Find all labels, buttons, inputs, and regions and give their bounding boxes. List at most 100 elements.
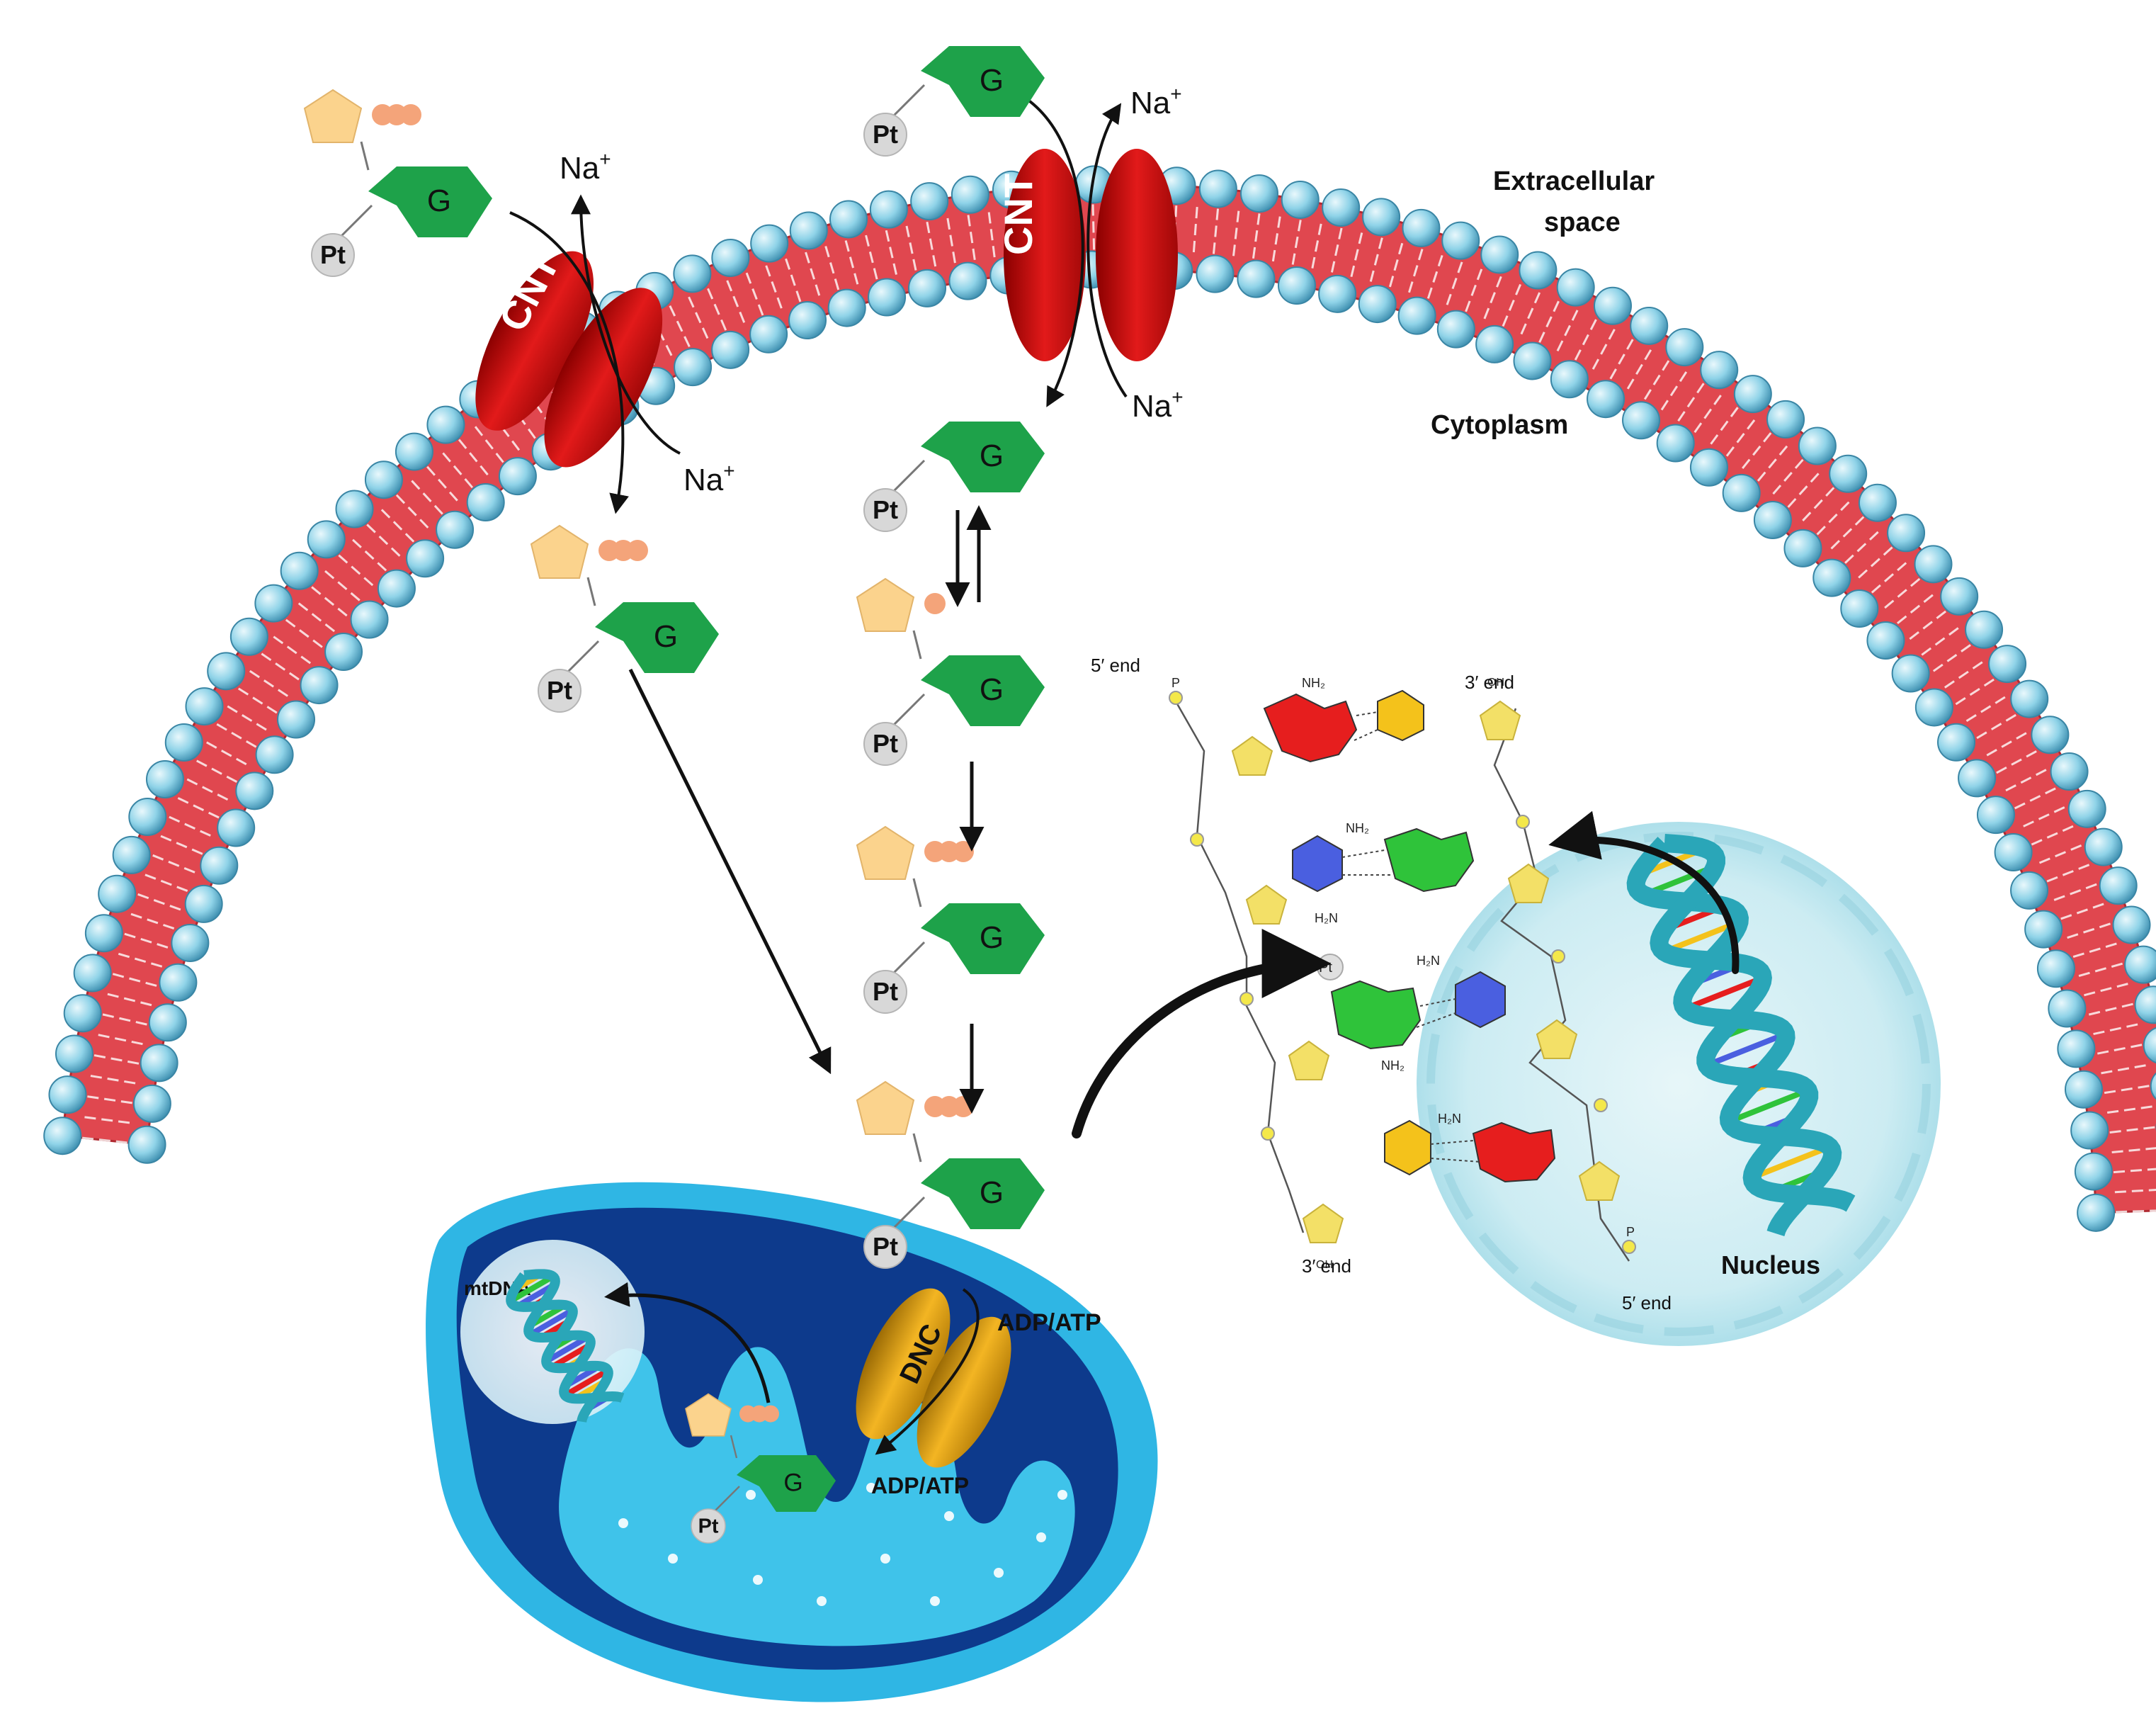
- lipid-tail: [261, 652, 300, 681]
- thymine-1: [1377, 689, 1424, 742]
- lipid-head: [200, 846, 239, 885]
- lipid-head: [1358, 285, 1397, 324]
- lipid-head: [148, 1003, 187, 1042]
- lipid-tail: [1965, 696, 2006, 723]
- phosphate-group: [400, 104, 421, 125]
- lipid-tail: [688, 296, 709, 339]
- pt-label: Pt: [320, 240, 346, 269]
- three-end-bottom-label: 3′ end: [1302, 1255, 1351, 1277]
- lipid-head: [377, 569, 416, 608]
- lipid-head: [395, 432, 433, 471]
- lipid-tail: [1772, 458, 1804, 495]
- base-pair-rung: [509, 1274, 555, 1304]
- base-pair-rung: [1751, 1144, 1831, 1180]
- phosphate-6: [1551, 949, 1565, 963]
- arrow-nucleus-to-dna: [1548, 810, 1740, 974]
- lipid-head: [1753, 501, 1792, 540]
- lipid-head: [2010, 871, 2049, 910]
- lipid-tail: [1844, 531, 1879, 564]
- lipid-tail: [1574, 319, 1597, 361]
- lipid-tail: [1426, 255, 1443, 299]
- lipid-head: [280, 551, 319, 590]
- dna-backbone-strand: [1650, 834, 1856, 1212]
- lipid-head: [1480, 235, 1519, 274]
- lipid-head: [1587, 380, 1625, 419]
- phosphate-3: [1239, 992, 1254, 1006]
- arrow-to-nuclear-dna: [1072, 929, 1332, 1138]
- cnt-transporter-right[interactable]: CNT: [996, 98, 1178, 407]
- lipid-tail: [2060, 903, 2104, 920]
- lipid-tail: [1976, 713, 2016, 740]
- lipid-tail: [338, 554, 374, 587]
- lipid-head: [1812, 558, 1851, 597]
- lipid-head: [2112, 905, 2151, 944]
- lipid-tail: [1693, 395, 1722, 434]
- sugar-8: [1578, 1160, 1621, 1201]
- lipid-head: [1322, 188, 1361, 227]
- na-ion-1: Na+: [560, 148, 611, 186]
- lipid-tail: [160, 835, 203, 855]
- pt-nucleotide: GPt: [863, 46, 1045, 157]
- mitochondrion: mtDNA: [426, 1182, 1158, 1702]
- lipid-tail: [707, 288, 727, 331]
- lipid-tail: [1609, 339, 1634, 380]
- lipid-tail: [1520, 292, 1541, 335]
- lipid-head: [1196, 254, 1235, 293]
- lipid-tail: [2031, 825, 2074, 846]
- na-ion-3: Na+: [1130, 83, 1182, 120]
- lipid-head: [426, 405, 465, 444]
- lipid-head: [335, 490, 374, 529]
- lipid-head: [673, 254, 712, 293]
- lipid-head: [1397, 296, 1436, 335]
- lipid-tail: [2114, 1189, 2156, 1194]
- lipid-head: [1994, 833, 2033, 872]
- pt-nucleotide: GPt: [856, 826, 1045, 1014]
- lipid-head: [1630, 306, 1669, 345]
- lipid-tail: [297, 602, 336, 633]
- lipid-head: [84, 914, 123, 953]
- lipid-head: [829, 200, 868, 239]
- lipid-head: [2067, 789, 2106, 828]
- lipid-tail: [946, 217, 956, 264]
- lipid-head: [128, 798, 167, 837]
- lipid-head: [750, 224, 789, 263]
- lipid-head: [112, 835, 151, 874]
- lipid-tail: [93, 1054, 140, 1065]
- lipid-tail: [90, 1075, 136, 1085]
- lipid-tail: [1757, 445, 1788, 482]
- lipid-tail: [1725, 419, 1756, 457]
- lipid-tail: [1830, 516, 1865, 550]
- lipid-tail: [1252, 213, 1261, 259]
- lipid-head: [1858, 483, 1897, 522]
- lipid-head: [2134, 985, 2156, 1024]
- pt-label: Pt: [873, 495, 898, 524]
- lipid-head: [277, 700, 316, 739]
- lipid-tail: [1742, 432, 1772, 469]
- lipid-tail: [1802, 487, 1835, 521]
- dnc-transporter[interactable]: DNC: [836, 1275, 1031, 1481]
- lipid-head: [2064, 1070, 2103, 1109]
- lipid-head: [1940, 577, 1979, 616]
- extracellular-label-1: Extracellular: [1493, 166, 1655, 196]
- lipid-tail: [1408, 249, 1424, 293]
- lipid-head: [1436, 310, 1475, 349]
- lipid-head: [2024, 910, 2063, 949]
- pt-label: Pt: [547, 676, 572, 705]
- lipid-tail: [273, 635, 312, 665]
- five-end-top-label: 5′ end: [1091, 655, 1140, 676]
- lipid-tail: [926, 221, 937, 267]
- lipid-tail: [1816, 501, 1850, 536]
- thymine-2: [1384, 1119, 1431, 1176]
- lipid-tail: [1502, 283, 1522, 327]
- lipid-tail: [844, 240, 859, 285]
- guanine-label: G: [783, 1469, 802, 1496]
- lipid-tail: [177, 797, 220, 819]
- pt-nucleotide: GPt: [531, 525, 719, 713]
- cytoplasm-label: Cytoplasm: [1431, 410, 1568, 440]
- lipid-tail: [726, 280, 746, 323]
- lipid-tail: [967, 215, 976, 261]
- lipid-tail: [118, 952, 163, 968]
- phosphate-4: [1261, 1126, 1275, 1141]
- lipid-head: [132, 1084, 171, 1123]
- lipid-tail: [426, 465, 458, 502]
